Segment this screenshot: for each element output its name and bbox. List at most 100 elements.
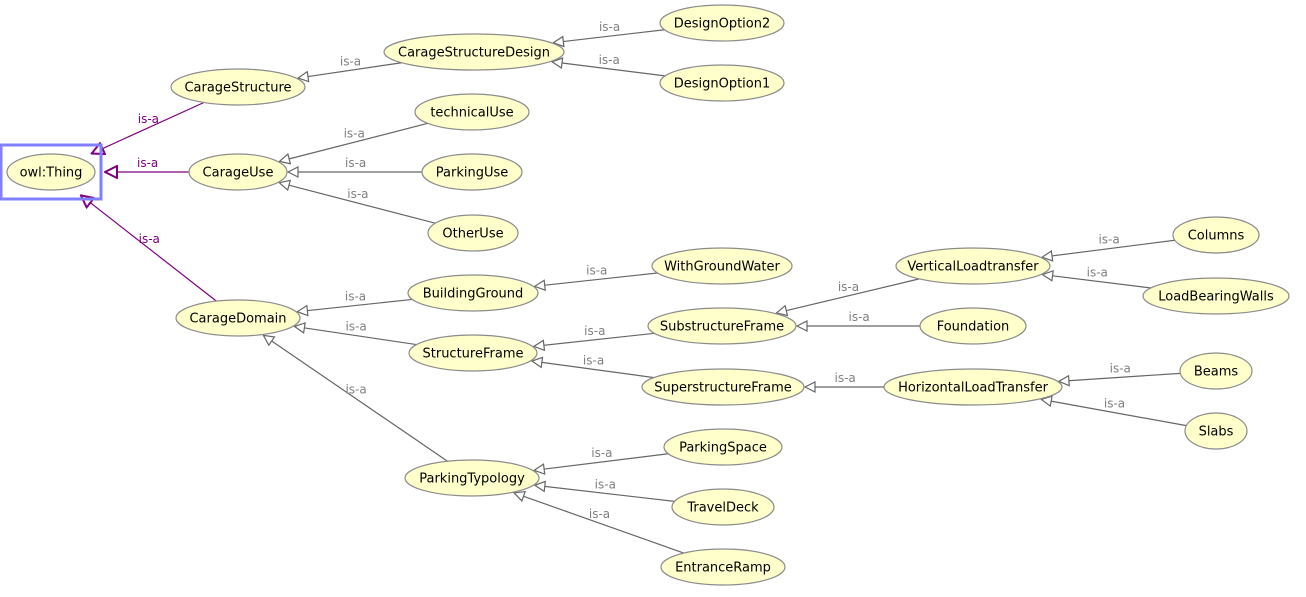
node-label: Beams bbox=[1194, 365, 1239, 380]
node-columns[interactable]: Columns bbox=[1172, 216, 1260, 254]
node-label: EntranceRamp bbox=[675, 561, 771, 576]
edge-label: is-a bbox=[584, 324, 605, 338]
node-carage-structure[interactable]: CarageStructure bbox=[170, 68, 306, 106]
edge-design-option1-to-carage-structure-design: is-a bbox=[552, 53, 666, 77]
edge-label: is-a bbox=[344, 126, 365, 140]
edge-carage-use-to-owl-thing: is-a bbox=[105, 156, 189, 172]
node-building-ground[interactable]: BuildingGround bbox=[407, 274, 539, 312]
node-ellipse[interactable] bbox=[659, 64, 785, 102]
node-load-bearing-walls[interactable]: LoadBearingWalls bbox=[1142, 277, 1290, 315]
node-travel-deck[interactable]: TravelDeck bbox=[671, 488, 775, 526]
node-ellipse[interactable] bbox=[404, 459, 540, 497]
node-ellipse[interactable] bbox=[6, 153, 96, 191]
node-label: WithGroundWater bbox=[664, 260, 780, 275]
node-foundation[interactable]: Foundation bbox=[919, 307, 1027, 345]
node-vertical-loadtransfer[interactable]: VerticalLoadtransfer bbox=[895, 247, 1051, 285]
edge-slabs-to-horizontal-load-transfer: is-a bbox=[1041, 397, 1187, 427]
node-ellipse[interactable] bbox=[651, 247, 793, 285]
node-ellipse[interactable] bbox=[383, 33, 565, 71]
edge-parking-typology-to-carage-domain: is-a bbox=[263, 335, 448, 462]
node-ellipse[interactable] bbox=[170, 68, 306, 106]
edge-label: is-a bbox=[345, 156, 366, 170]
edge-label: is-a bbox=[599, 20, 620, 34]
edge-line bbox=[535, 272, 658, 286]
node-ellipse[interactable] bbox=[895, 247, 1051, 285]
edge-foundation-to-substructure-frame: is-a bbox=[797, 310, 920, 326]
edge-label: is-a bbox=[345, 290, 366, 304]
edge-label: is-a bbox=[340, 54, 361, 68]
node-carage-use[interactable]: CarageUse bbox=[188, 153, 288, 191]
node-slabs[interactable]: Slabs bbox=[1184, 412, 1248, 450]
node-owl-thing[interactable]: owl:Thing bbox=[0, 143, 103, 201]
node-parking-use[interactable]: ParkingUse bbox=[421, 153, 523, 191]
edge-line bbox=[534, 332, 655, 346]
edge-parking-space-to-parking-typology: is-a bbox=[534, 446, 669, 470]
edge-label: is-a bbox=[586, 264, 607, 278]
node-ellipse[interactable] bbox=[647, 307, 797, 345]
node-label: CarageUse bbox=[203, 166, 274, 181]
edge-label: is-a bbox=[345, 382, 366, 396]
edge-load-bearing-walls-to-vertical-loadtransfer: is-a bbox=[1043, 265, 1151, 289]
node-ellipse[interactable] bbox=[1172, 216, 1260, 254]
node-ellipse[interactable] bbox=[1179, 352, 1253, 390]
node-other-use[interactable]: OtherUse bbox=[427, 214, 519, 252]
node-design-option2[interactable]: DesignOption2 bbox=[659, 4, 785, 42]
selection-box bbox=[0, 143, 103, 201]
edge-line bbox=[1041, 399, 1187, 427]
edge-line bbox=[298, 62, 402, 78]
node-design-option1[interactable]: DesignOption1 bbox=[659, 64, 785, 102]
edge-beams-to-horizontal-load-transfer: is-a bbox=[1059, 361, 1181, 381]
node-ellipse[interactable] bbox=[175, 299, 301, 337]
edge-label: is-a bbox=[137, 156, 158, 170]
node-label: SubstructureFrame bbox=[660, 320, 784, 335]
node-ellipse[interactable] bbox=[663, 428, 783, 466]
edge-label: is-a bbox=[1087, 265, 1108, 279]
node-beams[interactable]: Beams bbox=[1179, 352, 1253, 390]
node-label: ParkingTypology bbox=[419, 472, 525, 487]
node-label: technicalUse bbox=[430, 106, 513, 121]
node-ellipse[interactable] bbox=[1184, 412, 1248, 450]
edge-label: is-a bbox=[139, 232, 160, 246]
node-with-ground-water[interactable]: WithGroundWater bbox=[651, 247, 793, 285]
edge-entrance-ramp-to-parking-typology: is-a bbox=[514, 493, 684, 554]
node-ellipse[interactable] bbox=[1142, 277, 1290, 315]
node-substructure-frame[interactable]: SubstructureFrame bbox=[647, 307, 797, 345]
edge-label: is-a bbox=[599, 53, 620, 67]
edge-structure-frame-to-carage-domain: is-a bbox=[294, 319, 417, 346]
node-technical-use[interactable]: technicalUse bbox=[414, 93, 530, 131]
node-ellipse[interactable] bbox=[188, 153, 288, 191]
edge-line bbox=[92, 101, 205, 153]
node-superstructure-frame[interactable]: SuperstructureFrame bbox=[641, 368, 805, 406]
node-carage-structure-design[interactable]: CarageStructureDesign bbox=[383, 33, 565, 71]
node-ellipse[interactable] bbox=[407, 274, 539, 312]
node-ellipse[interactable] bbox=[660, 548, 786, 586]
edge-label: is-a bbox=[849, 310, 870, 324]
node-horizontal-load-transfer[interactable]: HorizontalLoadTransfer bbox=[883, 368, 1063, 406]
node-ellipse[interactable] bbox=[427, 214, 519, 252]
node-ellipse[interactable] bbox=[919, 307, 1027, 345]
node-ellipse[interactable] bbox=[414, 93, 530, 131]
node-parking-typology[interactable]: ParkingTypology bbox=[404, 459, 540, 497]
edge-label: is-a bbox=[347, 187, 368, 201]
edge-label: is-a bbox=[583, 353, 604, 367]
node-structure-frame[interactable]: StructureFrame bbox=[408, 334, 538, 372]
edge-label: is-a bbox=[1110, 361, 1131, 375]
edge-line bbox=[294, 326, 417, 346]
edge-label: is-a bbox=[345, 319, 366, 333]
node-entrance-ramp[interactable]: EntranceRamp bbox=[660, 548, 786, 586]
node-ellipse[interactable] bbox=[641, 368, 805, 406]
edge-line bbox=[263, 335, 448, 462]
edge-line bbox=[552, 62, 666, 77]
node-ellipse[interactable] bbox=[883, 368, 1063, 406]
edge-other-use-to-carage-use: is-a bbox=[279, 183, 436, 224]
node-carage-domain[interactable]: CarageDomain bbox=[175, 299, 301, 337]
node-ellipse[interactable] bbox=[659, 4, 785, 42]
node-ellipse[interactable] bbox=[408, 334, 538, 372]
node-label: DesignOption2 bbox=[674, 17, 771, 32]
node-parking-space[interactable]: ParkingSpace bbox=[663, 428, 783, 466]
edge-carage-structure-to-owl-thing: is-a bbox=[92, 101, 205, 153]
node-ellipse[interactable] bbox=[671, 488, 775, 526]
edge-line bbox=[1042, 239, 1175, 257]
node-ellipse[interactable] bbox=[421, 153, 523, 191]
